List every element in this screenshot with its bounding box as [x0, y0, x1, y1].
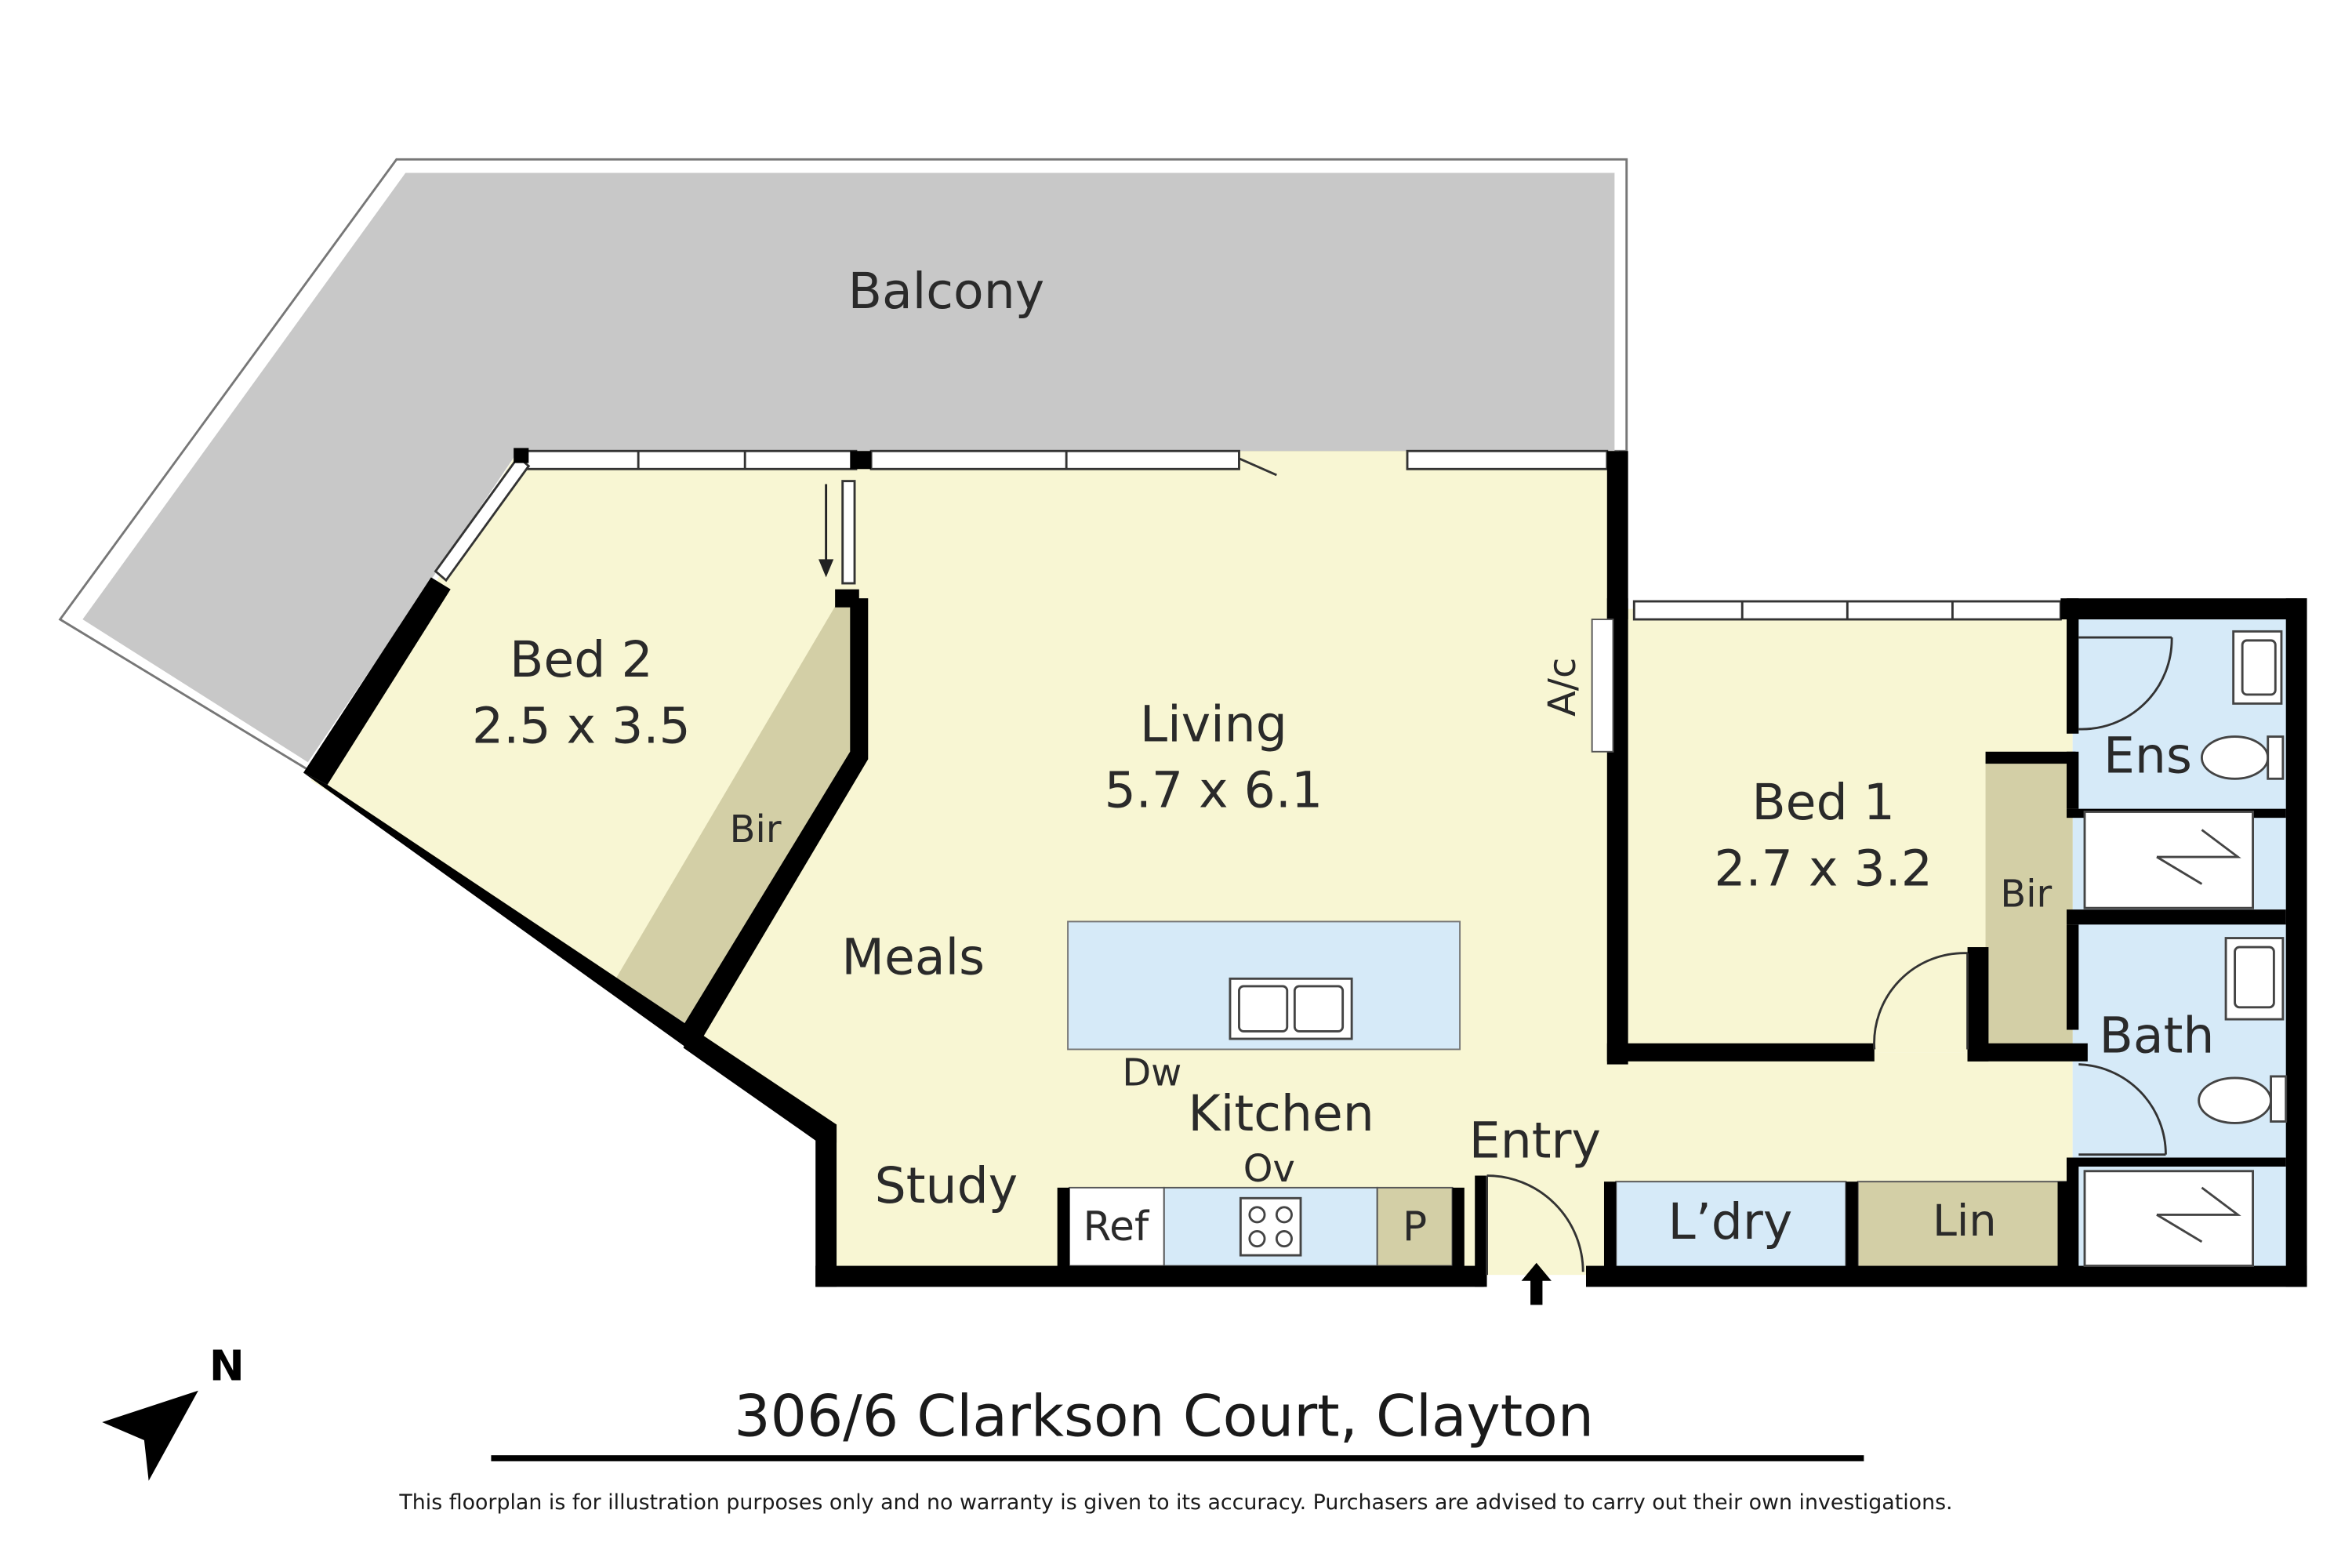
bed2-label: Bed 2	[510, 630, 653, 688]
property-address: 306/6 Clarkson Court, Clayton	[734, 1383, 1594, 1450]
address-underline	[491, 1455, 1864, 1461]
oven-label: Ov	[1243, 1148, 1295, 1191]
aircon-label: A/c	[1541, 658, 1584, 717]
linen-label: Lin	[1933, 1196, 1997, 1247]
dishwasher-label: Dw	[1122, 1051, 1181, 1094]
kitchen-label: Kitchen	[1188, 1084, 1374, 1142]
toilet-icon	[2198, 1076, 2272, 1124]
north-label: N	[209, 1341, 245, 1390]
bath-label: Bath	[2099, 1006, 2214, 1064]
study-label: Study	[875, 1156, 1018, 1214]
ensuite-label: Ens	[2103, 727, 2192, 785]
disclaimer-text: This floorplan is for illustration purpo…	[398, 1490, 1952, 1515]
north-arrow-icon: N	[102, 1341, 245, 1481]
balcony-label: Balcony	[848, 262, 1045, 320]
laundry-label: L’dry	[1668, 1192, 1792, 1250]
bed2-size: 2.5 x 3.5	[472, 696, 691, 754]
shower-icon	[2083, 811, 2254, 909]
sink-icon	[1229, 977, 1353, 1040]
bed1-robe-label: Bir	[2000, 873, 2052, 916]
toilet-icon	[2200, 735, 2270, 780]
bed2-robe-label: Bir	[730, 808, 782, 851]
floor-areas	[310, 451, 2288, 1276]
bath-fixtures	[2083, 937, 2288, 1268]
pantry-label: P	[1403, 1203, 1427, 1250]
fridge-label: Ref	[1083, 1203, 1150, 1250]
arrow-down-icon	[818, 484, 834, 578]
cooktop-icon	[1239, 1196, 1302, 1257]
bed1-size: 2.7 x 3.2	[1714, 839, 1933, 897]
bed1-label: Bed 1	[1751, 773, 1895, 831]
walls	[303, 448, 2307, 1287]
shower-icon	[2083, 1170, 2254, 1268]
entry-arrow-icon	[1521, 1262, 1552, 1305]
meals-label: Meals	[841, 928, 985, 986]
ensuite-fixtures	[2083, 630, 2285, 909]
window-mullions	[637, 451, 1954, 620]
living-size: 5.7 x 6.1	[1105, 761, 1323, 819]
living-label: Living	[1140, 695, 1287, 753]
entry-label: Entry	[1469, 1111, 1601, 1169]
windows	[434, 449, 2062, 621]
aircon-unit	[1591, 619, 1614, 753]
doors	[841, 457, 2173, 1276]
